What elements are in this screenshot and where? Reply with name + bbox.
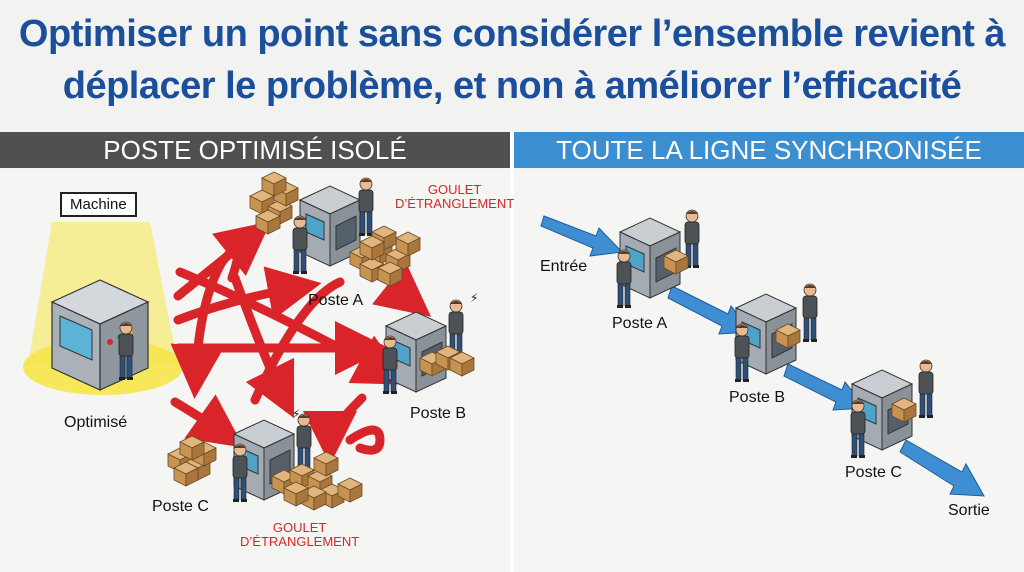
poste-b-label: Poste B [410, 405, 466, 423]
bottleneck-bottom-line-2: D’ÉTRANGLEMENT [240, 535, 359, 549]
exit-label: Sortie [948, 502, 990, 520]
sync-poste-c-station [851, 360, 933, 458]
bottleneck-top-label: GOULET D’ÉTRANGLEMENT [395, 183, 514, 211]
poste-c-label: Poste C [152, 498, 209, 516]
svg-text:⚡: ⚡ [470, 291, 478, 305]
machine-label: Machine [60, 192, 137, 217]
optimized-machine-icon [52, 280, 148, 390]
bottleneck-top-line-2: D’ÉTRANGLEMENT [395, 197, 514, 211]
sync-poste-b-label: Poste B [729, 389, 785, 407]
poste-a-label: Poste A [308, 292, 363, 310]
svg-text:⚡: ⚡ [292, 407, 300, 421]
poste-c-station: ⚡ [168, 407, 362, 510]
entry-label: Entrée [540, 258, 587, 276]
bottleneck-top-line-1: GOULET [395, 183, 514, 197]
sync-poste-b-station [735, 284, 817, 382]
poste-b-station: ⚡ [383, 291, 478, 394]
bottleneck-bottom-label: GOULET D’ÉTRANGLEMENT [240, 521, 359, 549]
sync-poste-c-label: Poste C [845, 464, 902, 482]
sync-poste-a-label: Poste A [612, 315, 667, 333]
optimized-label: Optimisé [64, 414, 127, 432]
bottleneck-bottom-line-1: GOULET [240, 521, 359, 535]
